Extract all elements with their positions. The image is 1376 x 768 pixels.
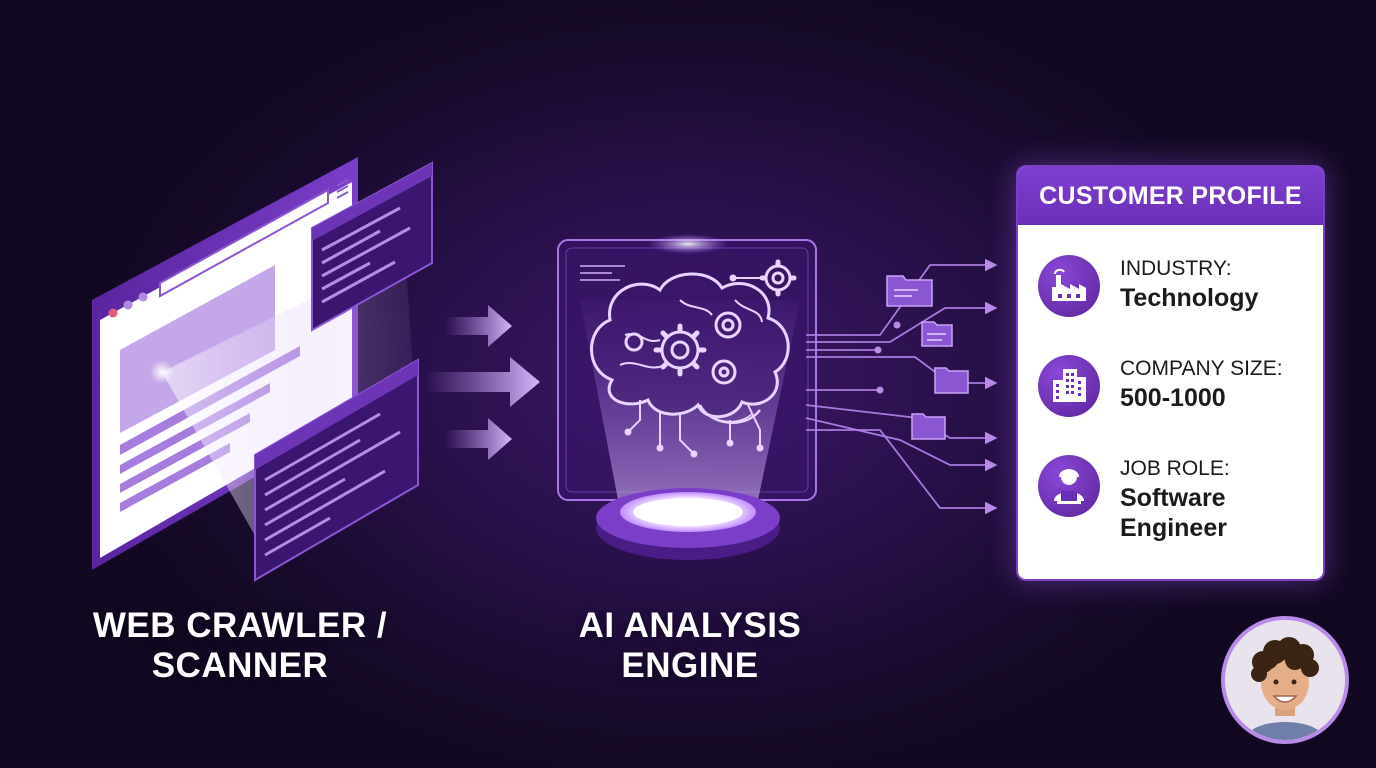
job-role-label: JOB ROLE:	[1120, 457, 1230, 480]
profile-field-company-size: COMPANY SIZE: 500-1000	[1038, 355, 1308, 435]
folder-icon	[921, 321, 953, 347]
crawler-label-line1: WEB CRAWLER /	[92, 606, 388, 645]
profile-field-job-role: JOB ROLE: Software Engineer	[1038, 455, 1308, 542]
folder-icon	[886, 275, 933, 307]
engine-label-line2: ENGINE	[621, 646, 759, 685]
industry-label: INDUSTRY:	[1120, 257, 1232, 280]
company-size-label: COMPANY SIZE:	[1120, 357, 1283, 380]
person-laptop-icon	[1038, 455, 1100, 517]
job-role-value-line2: Engineer	[1120, 514, 1227, 542]
user-portrait-icon	[1221, 616, 1349, 744]
engine-label-line1: AI ANALYSIS	[578, 606, 802, 645]
industry-value: Technology	[1120, 284, 1259, 312]
crawler-label-line2: SCANNER	[151, 646, 329, 685]
company-size-value: 500-1000	[1120, 384, 1226, 412]
customer-profile-card: CUSTOMER PROFILE INDUSTRY: Technology	[1016, 165, 1325, 581]
folder-icon	[934, 367, 969, 394]
job-role-value: Software Engineer	[1120, 483, 1310, 543]
job-role-value-line1: Software	[1120, 484, 1226, 512]
office-building-icon	[1038, 355, 1100, 417]
folder-icon	[911, 413, 946, 440]
profile-field-industry: INDUSTRY: Technology	[1038, 255, 1308, 335]
crawler-label: WEB CRAWLER / SCANNER	[60, 606, 420, 686]
factory-icon	[1038, 255, 1100, 317]
engine-label: AI ANALYSIS ENGINE	[520, 606, 860, 686]
profile-title: CUSTOMER PROFILE	[1018, 167, 1323, 225]
